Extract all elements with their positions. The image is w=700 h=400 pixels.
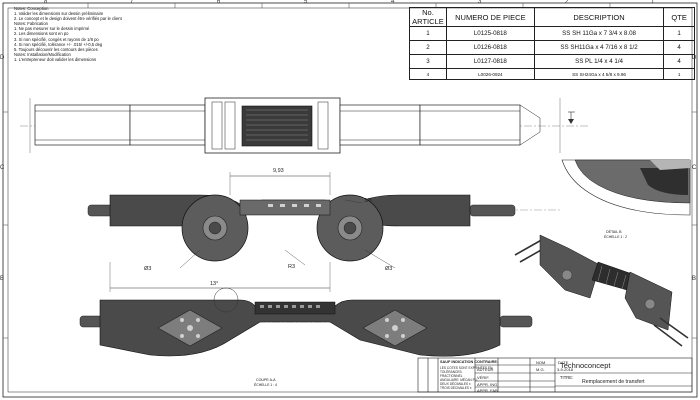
bom-row: 4 L0026-0924 SS SH24Ga x 4 5/8 x 9.96 1 bbox=[409, 68, 695, 80]
bom-item: 2 bbox=[409, 40, 447, 55]
role-label: APPR. FAB. bbox=[477, 388, 499, 393]
note-line: 1. Ne pas mesurer sur le dessin imprimé bbox=[14, 26, 90, 32]
zone-col-label: 3 bbox=[478, 0, 482, 5]
note-line: Notes: Fabrication bbox=[14, 21, 48, 27]
zone-row-label: B bbox=[0, 276, 5, 282]
detail-label: DÉTAIL B bbox=[606, 230, 622, 234]
bom-part: L0026-0924 bbox=[445, 68, 535, 80]
zone-row-label: B bbox=[692, 276, 697, 282]
dimension-diameter: Ø3 bbox=[385, 266, 393, 272]
dimension-angle: 13° bbox=[210, 281, 219, 287]
zone-col-label: 5 bbox=[304, 0, 308, 5]
spec-line: LES COTES SONT EXPRIMÉES EN bbox=[440, 366, 493, 370]
spec-line: ANGULAIRE: MÉCAN PLI bbox=[440, 378, 478, 382]
zone-row-label: C bbox=[692, 165, 697, 171]
zone-row-label: D bbox=[0, 55, 5, 61]
zone-ticks bbox=[3, 3, 697, 339]
role-label: AUTEUR bbox=[477, 367, 494, 372]
note-line: Notes: Installation/Modification bbox=[14, 51, 71, 57]
zone-col-label: 6 bbox=[217, 0, 221, 5]
drawing-notes: Notes: Conception 1. Valider les dimensi… bbox=[14, 6, 122, 62]
isometric-view bbox=[514, 234, 689, 347]
bom-header-item: No. ARTICLE bbox=[409, 7, 447, 27]
bom-desc: SS SH 11Ga x 7 3/4 x 8.08 bbox=[533, 26, 665, 41]
title-block-frame bbox=[417, 357, 693, 393]
note-line: 2. Les dimensions sont en po bbox=[14, 31, 69, 37]
top-view bbox=[20, 97, 590, 154]
bom-qty: 1 bbox=[663, 68, 695, 80]
detail-scale: ÉCHELLE 1 : 2 bbox=[604, 235, 627, 239]
front-view bbox=[87, 172, 560, 292]
note-line: Notes: Conception bbox=[14, 6, 49, 11]
bom-part: L0126-0818 bbox=[445, 40, 535, 55]
spec-line: TROIS DÉCIMALES ± bbox=[440, 386, 472, 390]
bom-desc: SS SH24Ga x 4 5/8 x 9.96 bbox=[533, 68, 665, 80]
zone-col-label: 4 bbox=[391, 0, 395, 5]
bill-of-materials: No. ARTICLE NUMERO DE PIECE DESCRIPTION … bbox=[409, 7, 695, 80]
section-scale: ÉCHELLE 1 : 4 bbox=[254, 383, 277, 387]
spec-line: DEUX DÉCIMALES ± bbox=[440, 382, 471, 386]
title-label: TITRE: bbox=[560, 375, 574, 380]
bom-desc: SS PL 1/4 x 4 1/4 bbox=[533, 54, 665, 69]
bom-header-row: No. ARTICLE NUMERO DE PIECE DESCRIPTION … bbox=[409, 7, 695, 27]
drawing-title: Remplacement de transfert bbox=[582, 379, 645, 385]
detail-b-view bbox=[561, 159, 691, 216]
role-label: VÉRIF. bbox=[477, 375, 490, 380]
dimension-diameter: Ø3 bbox=[144, 266, 152, 272]
bom-row: 1 L0125-0818 SS SH 11Ga x 7 3/4 x 8.08 1 bbox=[409, 26, 695, 41]
bom-item: 3 bbox=[409, 54, 447, 69]
bom-header-qty: QTE bbox=[663, 7, 695, 27]
spec-line: FRACTIONNEL bbox=[440, 374, 463, 378]
author-date: 3-9-2018 bbox=[557, 367, 574, 372]
note-line: 3. Si non spécifié, congés et rayons de … bbox=[14, 36, 99, 42]
bom-header-part: NUMERO DE PIECE bbox=[445, 7, 535, 27]
bom-qty: 4 bbox=[663, 40, 695, 55]
spec-title: SAUF INDICATION CONTRAIRE: bbox=[440, 360, 499, 364]
title-col-date: DATE bbox=[558, 360, 569, 365]
company-name: Technoconcept bbox=[560, 361, 611, 370]
zone-row-label: D bbox=[692, 55, 697, 61]
note-line: 1. L'entrepreneur doit valider les dimen… bbox=[14, 56, 97, 62]
bom-desc: SS SH11Ga x 4 7/16 x 8 1/2 bbox=[533, 40, 665, 55]
spec-line: TOLÉRANCES: bbox=[440, 370, 463, 374]
inner-border bbox=[7, 7, 693, 393]
zone-col-label: 7 bbox=[130, 0, 134, 5]
bom-qty: 1 bbox=[663, 26, 695, 41]
zone-col-label: 8 bbox=[44, 0, 48, 5]
author-name: M.G. bbox=[536, 367, 545, 372]
bom-row: 3 L0127-0818 SS PL 1/4 x 4 1/4 4 bbox=[409, 54, 695, 69]
note-line: 4. Si non spécifié, tolérance +/- .015/ … bbox=[14, 41, 103, 47]
dimension-radius: R3 bbox=[288, 264, 296, 270]
bom-part: L0125-0818 bbox=[445, 26, 535, 41]
section-label: COUPE A-A bbox=[256, 378, 276, 382]
role-label: APPR. ING. bbox=[477, 382, 499, 387]
zone-col-label: 2 bbox=[565, 0, 569, 5]
title-col-name: NOM bbox=[536, 360, 546, 365]
bom-qty: 4 bbox=[663, 54, 695, 69]
dimension-length: 9,93 bbox=[273, 168, 284, 174]
note-line: 2. Le concept et le design doivent être … bbox=[14, 16, 122, 22]
bom-part: L0127-0818 bbox=[445, 54, 535, 69]
zone-col-label: 1 bbox=[651, 0, 655, 5]
dimension-small: 3/8 bbox=[364, 198, 372, 204]
note-line: 1. Valider les dimensions sur dessin pré… bbox=[14, 11, 104, 17]
bom-item: 4 bbox=[409, 68, 447, 80]
bom-row: 2 L0126-0818 SS SH11Ga x 4 7/16 x 8 1/2 … bbox=[409, 40, 695, 55]
section-view bbox=[79, 287, 533, 357]
note-line: 5. Toujours découvrir les contours des p… bbox=[14, 46, 98, 52]
zone-row-label: C bbox=[0, 165, 5, 171]
bom-item: 1 bbox=[409, 26, 447, 41]
bom-header-description: DESCRIPTION bbox=[533, 7, 665, 27]
